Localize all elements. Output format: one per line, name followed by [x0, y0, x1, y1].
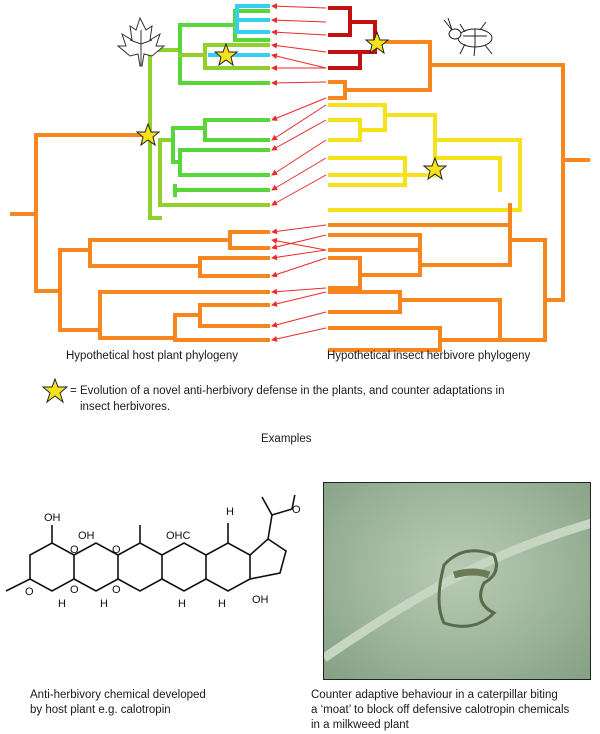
star-legend-line1: Evolution of a novel anti-herbivory defe…	[80, 385, 505, 397]
chem-group: O	[25, 586, 34, 598]
chem-group: OHC	[166, 530, 191, 542]
star-icon	[135, 30, 448, 181]
left-caption-line1: Anti-herbivory chemical developed	[30, 689, 206, 701]
caterpillar-leaf-photo	[323, 482, 591, 680]
right-caption-line2: a ‘moat’ to block off defensive calotrop…	[311, 704, 570, 716]
chem-group: O	[112, 544, 121, 556]
leaf-photo-drawing	[324, 518, 590, 662]
maple-leaf-icon	[116, 16, 166, 67]
star-legend-line2: insect herbivores.	[80, 401, 171, 413]
beetle-icon	[443, 17, 493, 57]
chem-group: O	[70, 544, 79, 556]
star-legend-equals: =	[70, 385, 77, 397]
insect-tree	[328, 6, 590, 352]
insect-phylogeny-label: Hypothetical insect herbivore phylogeny	[327, 350, 531, 362]
star-icon	[42, 378, 68, 404]
chem-group: OH	[78, 530, 95, 542]
chem-group: O	[292, 504, 300, 516]
chem-group: OH	[44, 512, 61, 524]
chem-group: O	[70, 584, 79, 596]
left-caption-line2: by host plant e.g. calotropin	[30, 704, 171, 716]
plant-tree	[10, 4, 270, 342]
plant-phylogeny-label: Hypothetical host plant phylogeny	[66, 350, 238, 362]
right-caption-line1: Counter adaptive behaviour in a caterpil…	[311, 689, 558, 701]
phylogeny-diagram	[10, 3, 590, 352]
calotropin-structure: OH OH OHC H H H OH H H O O O O O O	[5, 495, 300, 610]
right-caption-line3: in a milkweed plant	[311, 719, 409, 731]
chem-group: OH	[252, 594, 269, 606]
examples-label: Examples	[261, 433, 312, 445]
chem-group: H	[226, 506, 234, 518]
chem-group: H	[58, 598, 66, 610]
interaction-arrows	[271, 3, 327, 342]
chem-group: H	[218, 598, 226, 610]
chem-group: H	[178, 598, 186, 610]
chem-group: O	[112, 584, 121, 596]
chem-group: H	[100, 598, 108, 610]
